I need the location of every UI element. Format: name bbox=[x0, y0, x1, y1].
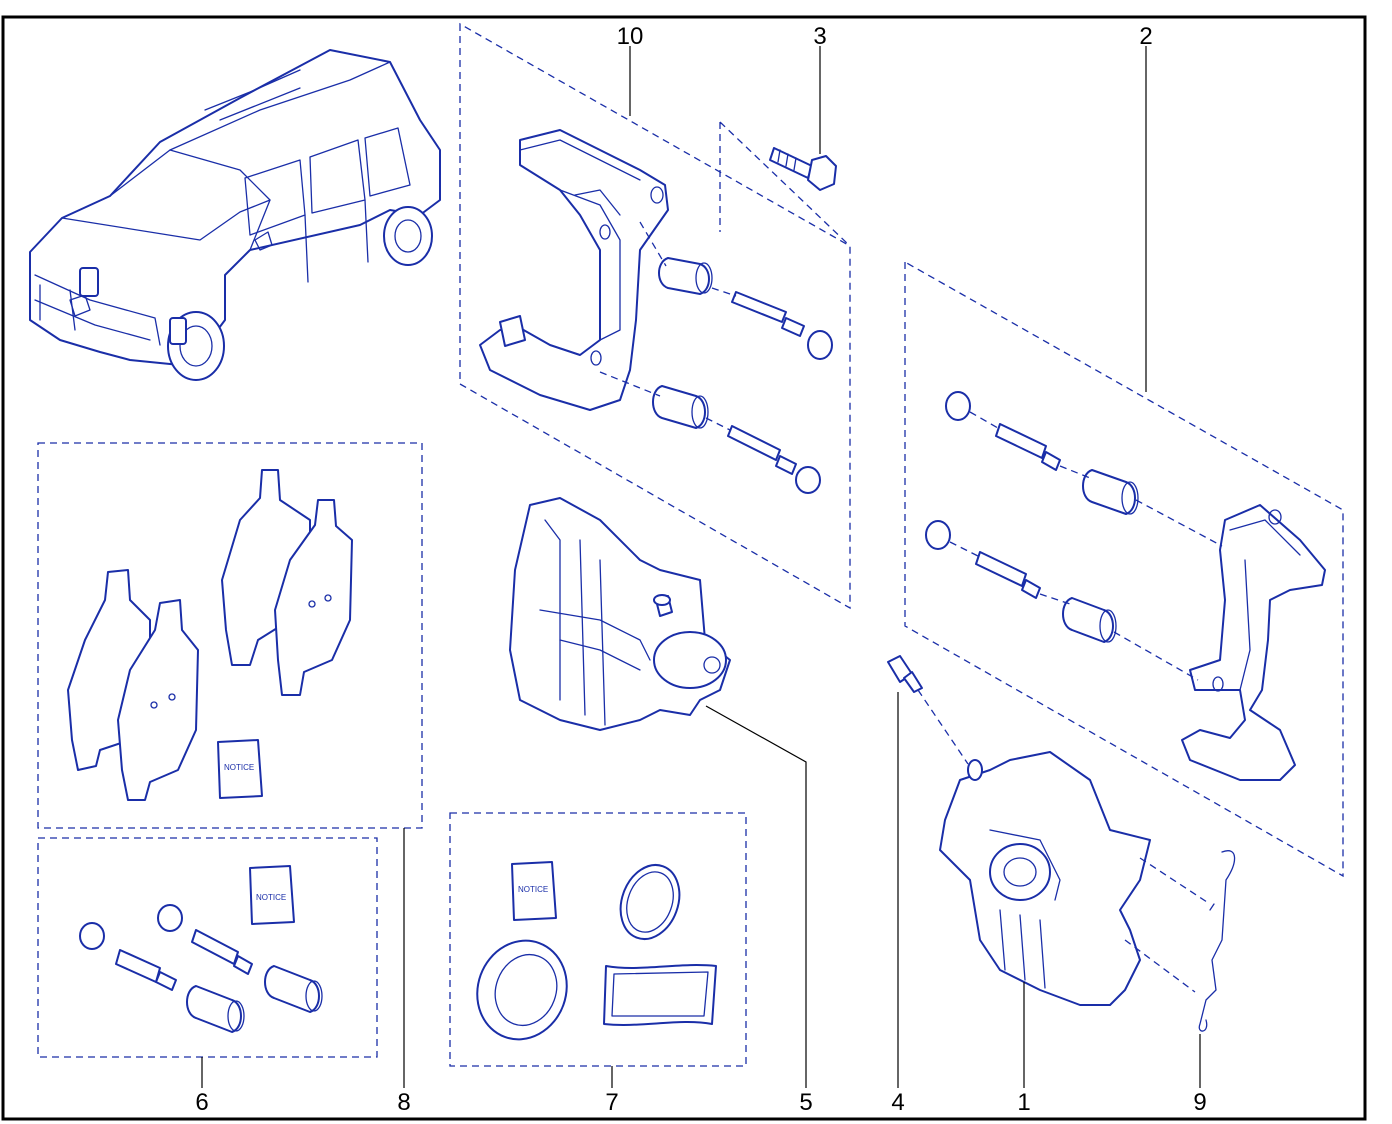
brake-caliper-rear bbox=[939, 751, 1151, 1006]
guide-bushing-upper bbox=[658, 257, 713, 295]
dust-cap-lower bbox=[795, 466, 821, 494]
notice-label-pads: NOTICE bbox=[224, 763, 254, 772]
guide-bushing-kit-1 bbox=[186, 985, 245, 1033]
guide-bushing-kit-2 bbox=[264, 965, 323, 1013]
kit-box-guide-set bbox=[904, 260, 1344, 878]
guide-pin-lower-2 bbox=[975, 551, 1041, 599]
callout-6: 6 bbox=[195, 1089, 208, 1116]
brake-caliper-assembly bbox=[509, 497, 731, 731]
callout-2: 2 bbox=[1139, 23, 1152, 50]
assembly-lines-carrier bbox=[599, 221, 737, 431]
assembly-line-bleed bbox=[917, 689, 969, 765]
dust-cap-kit-2 bbox=[157, 904, 183, 932]
callout-1: 1 bbox=[1017, 1089, 1030, 1116]
kit-box-pads bbox=[37, 442, 423, 829]
piston-seal-ring bbox=[619, 864, 681, 940]
callout-8: 8 bbox=[397, 1089, 410, 1116]
caliper-carrier-bracket-2 bbox=[1181, 504, 1326, 781]
carrier-bolt bbox=[769, 147, 837, 191]
dust-cap-upper-2 bbox=[945, 391, 971, 421]
notice-booklet-seals: NOTICE bbox=[511, 861, 557, 921]
dust-cap-kit-1 bbox=[79, 922, 105, 950]
brake-pad-4 bbox=[274, 499, 353, 696]
piston-dust-boot bbox=[476, 939, 568, 1041]
vehicle-illustration bbox=[29, 49, 441, 381]
assembly-lines-guide-set bbox=[949, 411, 1223, 681]
callout-9: 9 bbox=[1193, 1089, 1206, 1116]
bleed-screw bbox=[887, 655, 923, 693]
kit-box-bolt bbox=[719, 121, 851, 247]
guide-bushing-lower-2 bbox=[1062, 597, 1117, 643]
notice-booklet-pins: NOTICE bbox=[249, 865, 295, 925]
callout-5: 5 bbox=[799, 1089, 812, 1116]
notice-booklet-pads: NOTICE bbox=[217, 739, 263, 799]
notice-label-pins: NOTICE bbox=[256, 893, 286, 902]
leader-lines bbox=[201, 46, 1201, 1088]
dust-cap-lower-2 bbox=[925, 520, 951, 550]
guide-bushing-lower bbox=[652, 385, 709, 429]
brake-pad-2 bbox=[117, 599, 199, 801]
dust-cap-upper bbox=[807, 330, 833, 360]
diagram-frame bbox=[1, 15, 1367, 1121]
callout-4: 4 bbox=[891, 1089, 904, 1116]
guide-pin-kit-1 bbox=[115, 949, 177, 991]
notice-label-seals: NOTICE bbox=[518, 885, 548, 894]
caliper-carrier-bracket bbox=[479, 129, 669, 411]
callout-3: 3 bbox=[813, 23, 826, 50]
callout-7: 7 bbox=[605, 1089, 618, 1116]
kit-box-seals bbox=[449, 812, 747, 1067]
callout-10: 10 bbox=[617, 23, 644, 50]
guide-pin-upper bbox=[731, 291, 805, 337]
guide-pin-upper-2 bbox=[995, 423, 1061, 471]
anti-rattle-spring bbox=[1198, 850, 1236, 1032]
guide-pin-kit-2 bbox=[191, 929, 253, 975]
kit-box-guide-pins bbox=[37, 837, 378, 1058]
guide-bushing-upper-2 bbox=[1082, 469, 1139, 515]
grease-sachet bbox=[603, 964, 717, 1026]
assembly-lines-spring bbox=[1124, 857, 1211, 993]
guide-pin-lower bbox=[727, 425, 797, 475]
